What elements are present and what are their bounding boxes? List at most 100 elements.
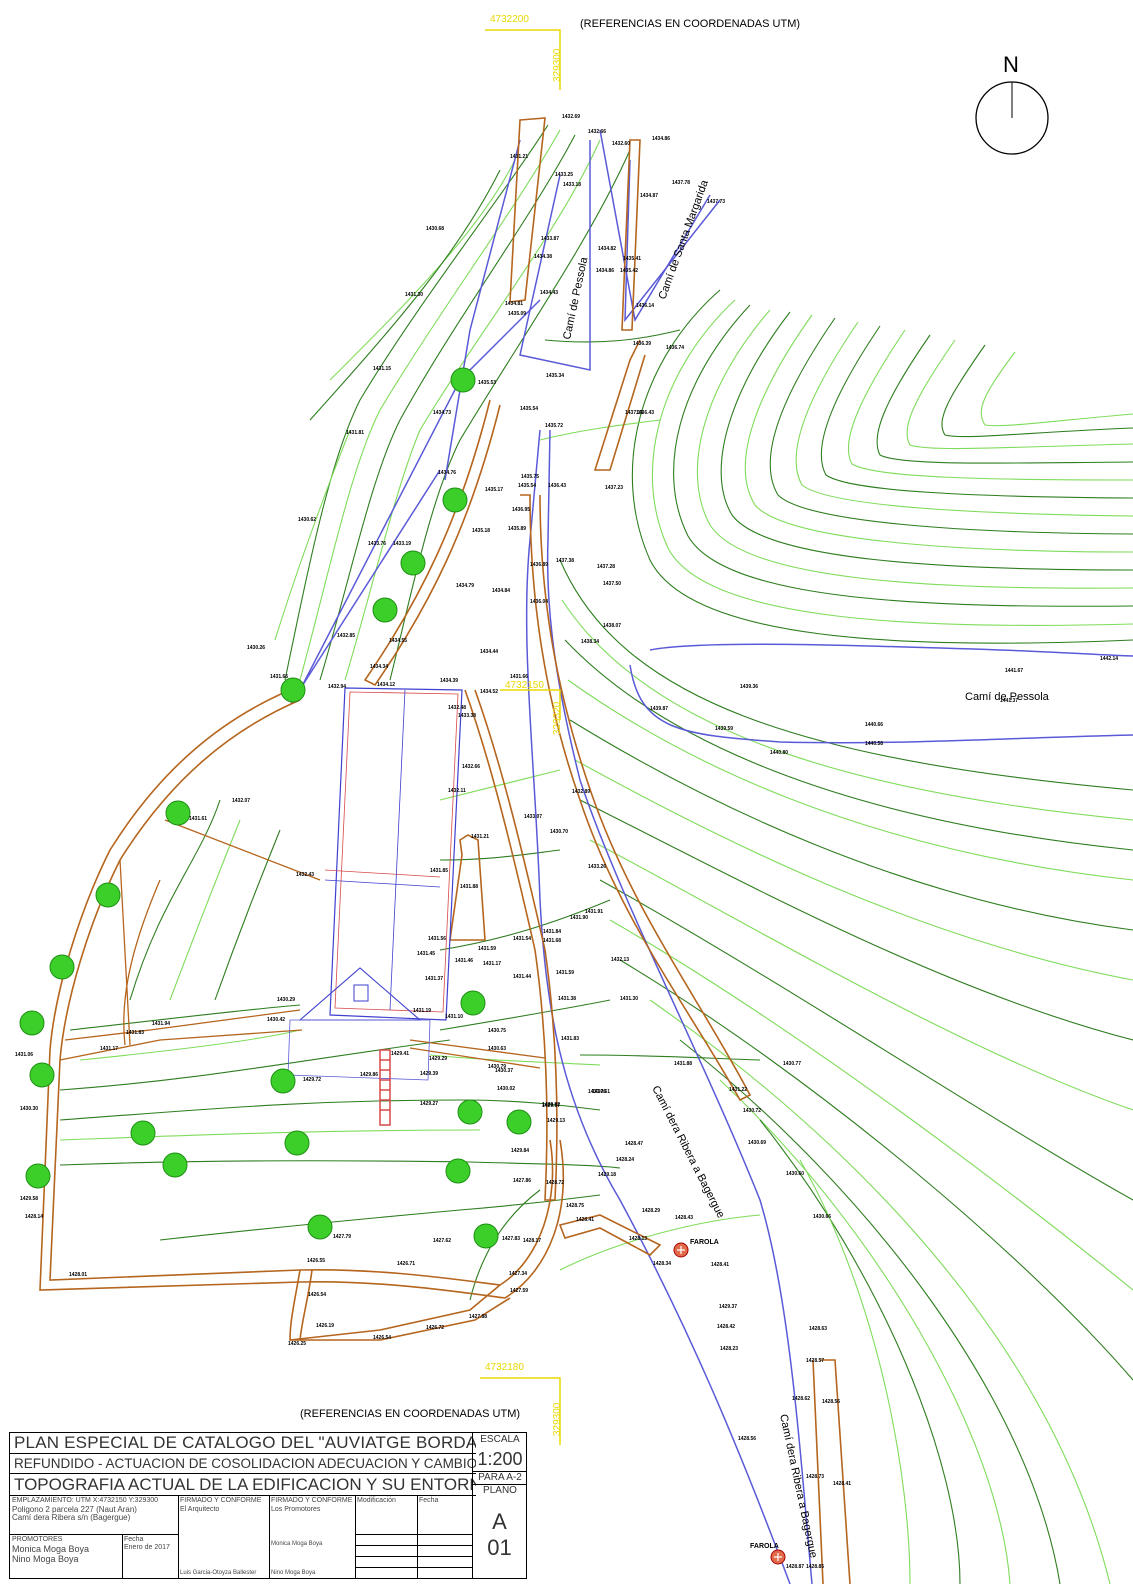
spot-height-label: 1432.13 <box>611 957 629 963</box>
spot-height-label: 1428.62 <box>792 1396 810 1402</box>
spot-height-label: 1431.83 <box>561 1036 579 1042</box>
spot-height-label: 1434.84 <box>492 588 510 594</box>
spot-height-label: 1430.37 <box>495 1068 513 1074</box>
utm-coordinate-mid-y: 4732150 <box>505 680 544 691</box>
building <box>287 687 463 1126</box>
tree-icon <box>506 1109 532 1135</box>
utm-coordinate-top-y: 4732200 <box>490 14 529 25</box>
spot-height-label: 1428.85 <box>806 1564 824 1570</box>
firmado-promotor-1: Monica Moga Boya <box>271 1541 323 1547</box>
reference-note-bottom: (REFERENCIAS EN COORDENADAS UTM) <box>300 1408 521 1420</box>
spot-height-label: 1437.78 <box>672 180 690 186</box>
spot-height-label: 1428.43 <box>675 1215 693 1221</box>
spot-height-label: 1437.73 <box>707 199 725 205</box>
spot-height-label: 1436.95 <box>512 507 530 513</box>
spot-height-label: 1427.34 <box>509 1271 527 1277</box>
spot-height-label: 1428.42 <box>717 1324 735 1330</box>
spot-height-label: 1430.69 <box>748 1140 766 1146</box>
spot-height-label: 1432.94 <box>328 684 346 690</box>
spot-height-label: 1434.34 <box>370 664 388 670</box>
spot-height-label: 1435.09 <box>508 311 526 317</box>
spot-height-label: 1433.18 <box>563 182 581 188</box>
spot-height-label: 1432.85 <box>337 633 355 639</box>
trees <box>19 367 532 1249</box>
spot-height-label: 1427.62 <box>433 1238 451 1244</box>
spot-height-label: 1426.54 <box>308 1292 326 1298</box>
spot-height-label: 1431.38 <box>558 996 576 1002</box>
spot-height-label: 1431.30 <box>620 996 638 1002</box>
spot-height-label: 1428.87 <box>786 1564 804 1570</box>
spot-height-label: 1431.85 <box>430 868 448 874</box>
spot-height-label: 1431.59 <box>478 946 496 952</box>
spot-height-label: 1435.41 <box>623 256 641 262</box>
spot-height-label: 1440.66 <box>865 722 883 728</box>
spot-height-label: 1427.79 <box>333 1234 351 1240</box>
spot-height-label: 1430.79 <box>488 1064 506 1070</box>
spot-height-label: 1437.38 <box>556 558 574 564</box>
utm-coordinate-mid-x: 329320 <box>552 701 563 735</box>
utm-coordinate-bottom-y: 4732180 <box>485 1362 524 1373</box>
spot-height-label: 1436.74 <box>666 345 684 351</box>
tree-icon <box>280 677 306 703</box>
tree-icon <box>19 1010 45 1036</box>
spot-height-label: 1433.87 <box>541 236 559 242</box>
spot-height-label: 1429.97 <box>542 1103 560 1109</box>
spot-height-label: 1430.68 <box>426 226 444 232</box>
spot-height-label: 1435.89 <box>508 526 526 532</box>
north-label: N <box>1003 52 1019 77</box>
spot-height-label: 1428.34 <box>653 1261 671 1267</box>
spot-height-label: 1441.37 <box>1000 698 1018 704</box>
tree-icon <box>400 550 426 576</box>
spot-height-label: 1431.83 <box>126 1030 144 1036</box>
tree-icon <box>165 800 191 826</box>
plano-label: PLANO <box>472 1484 527 1497</box>
farola-markers: FAROLA FAROLA <box>673 1239 786 1565</box>
spot-height-label: 1432.89 <box>572 789 590 795</box>
spot-height-label: 1437.15 <box>625 410 643 416</box>
spot-height-label: 1437.23 <box>605 485 623 491</box>
spot-height-label: 1430.70 <box>550 829 568 835</box>
spot-height-label: 1431.91 <box>585 909 603 915</box>
spot-height-label: 1430.66 <box>813 1214 831 1220</box>
spot-height-label: 1435.54 <box>518 483 536 489</box>
fecha2-label: Fecha <box>419 1497 439 1504</box>
spot-height-label: 1431.37 <box>425 976 443 982</box>
plan-title-line3: TOPOGRAFIA ACTUAL DE LA EDIFICACION Y SU… <box>10 1474 476 1496</box>
spot-height-label: 1429.86 <box>360 1072 378 1078</box>
spot-height-label: 1430.72 <box>743 1108 761 1114</box>
spot-height-label: 1430.29 <box>277 997 295 1003</box>
spot-height-label: 1429.41 <box>391 1051 409 1057</box>
spot-height-label: 1438.34 <box>581 639 599 645</box>
spot-height-label: 1428.73 <box>806 1474 824 1480</box>
spot-heights: 1432.691432.661432.601434.861431.211433.… <box>15 114 1118 1570</box>
spot-height-label: 1431.10 <box>445 1014 463 1020</box>
spot-height-label: 1439.59 <box>715 726 733 732</box>
spot-height-label: 1426.54 <box>373 1335 391 1341</box>
spot-height-label: 1434.81 <box>505 301 523 307</box>
north-arrow <box>975 81 1049 155</box>
spot-height-label: 1434.86 <box>596 268 614 274</box>
spot-height-label: 1431.45 <box>417 951 435 957</box>
firmado-arquitecto-label: FIRMADO Y CONFORME <box>180 1497 262 1504</box>
spot-height-label: 1431.84 <box>543 929 561 935</box>
spot-height-label: 1432.43 <box>296 872 314 878</box>
spot-height-label: 1436.14 <box>636 303 654 309</box>
spot-height-label: 1429.27 <box>420 1101 438 1107</box>
spot-height-label: 1439.87 <box>650 706 668 712</box>
spot-height-label: 1438.07 <box>603 623 621 629</box>
tree-icon <box>457 1099 483 1125</box>
plan-title-line2: REFUNDIDO - ACTUACION DE COSOLIDACION AD… <box>10 1454 476 1474</box>
spot-height-label: 1430.76 <box>588 1089 606 1095</box>
spot-height-label: 1431.06 <box>15 1052 33 1058</box>
spot-height-label: 1434.79 <box>456 583 474 589</box>
coordinate-markers <box>480 29 561 1445</box>
spot-height-label: 1434.55 <box>389 638 407 644</box>
firmado-promotores-label: FIRMADO Y CONFORME <box>271 1497 353 1504</box>
spot-height-label: 1432.07 <box>232 798 250 804</box>
spot-height-label: 1435.17 <box>485 487 503 493</box>
spot-height-label: 1428.17 <box>523 1238 541 1244</box>
spot-height-label: 1435.42 <box>620 268 638 274</box>
spot-height-label: 1430.42 <box>267 1017 285 1023</box>
reference-note-top: (REFERENCIAS EN COORDENADAS UTM) <box>580 18 801 30</box>
roads <box>289 129 1133 1584</box>
